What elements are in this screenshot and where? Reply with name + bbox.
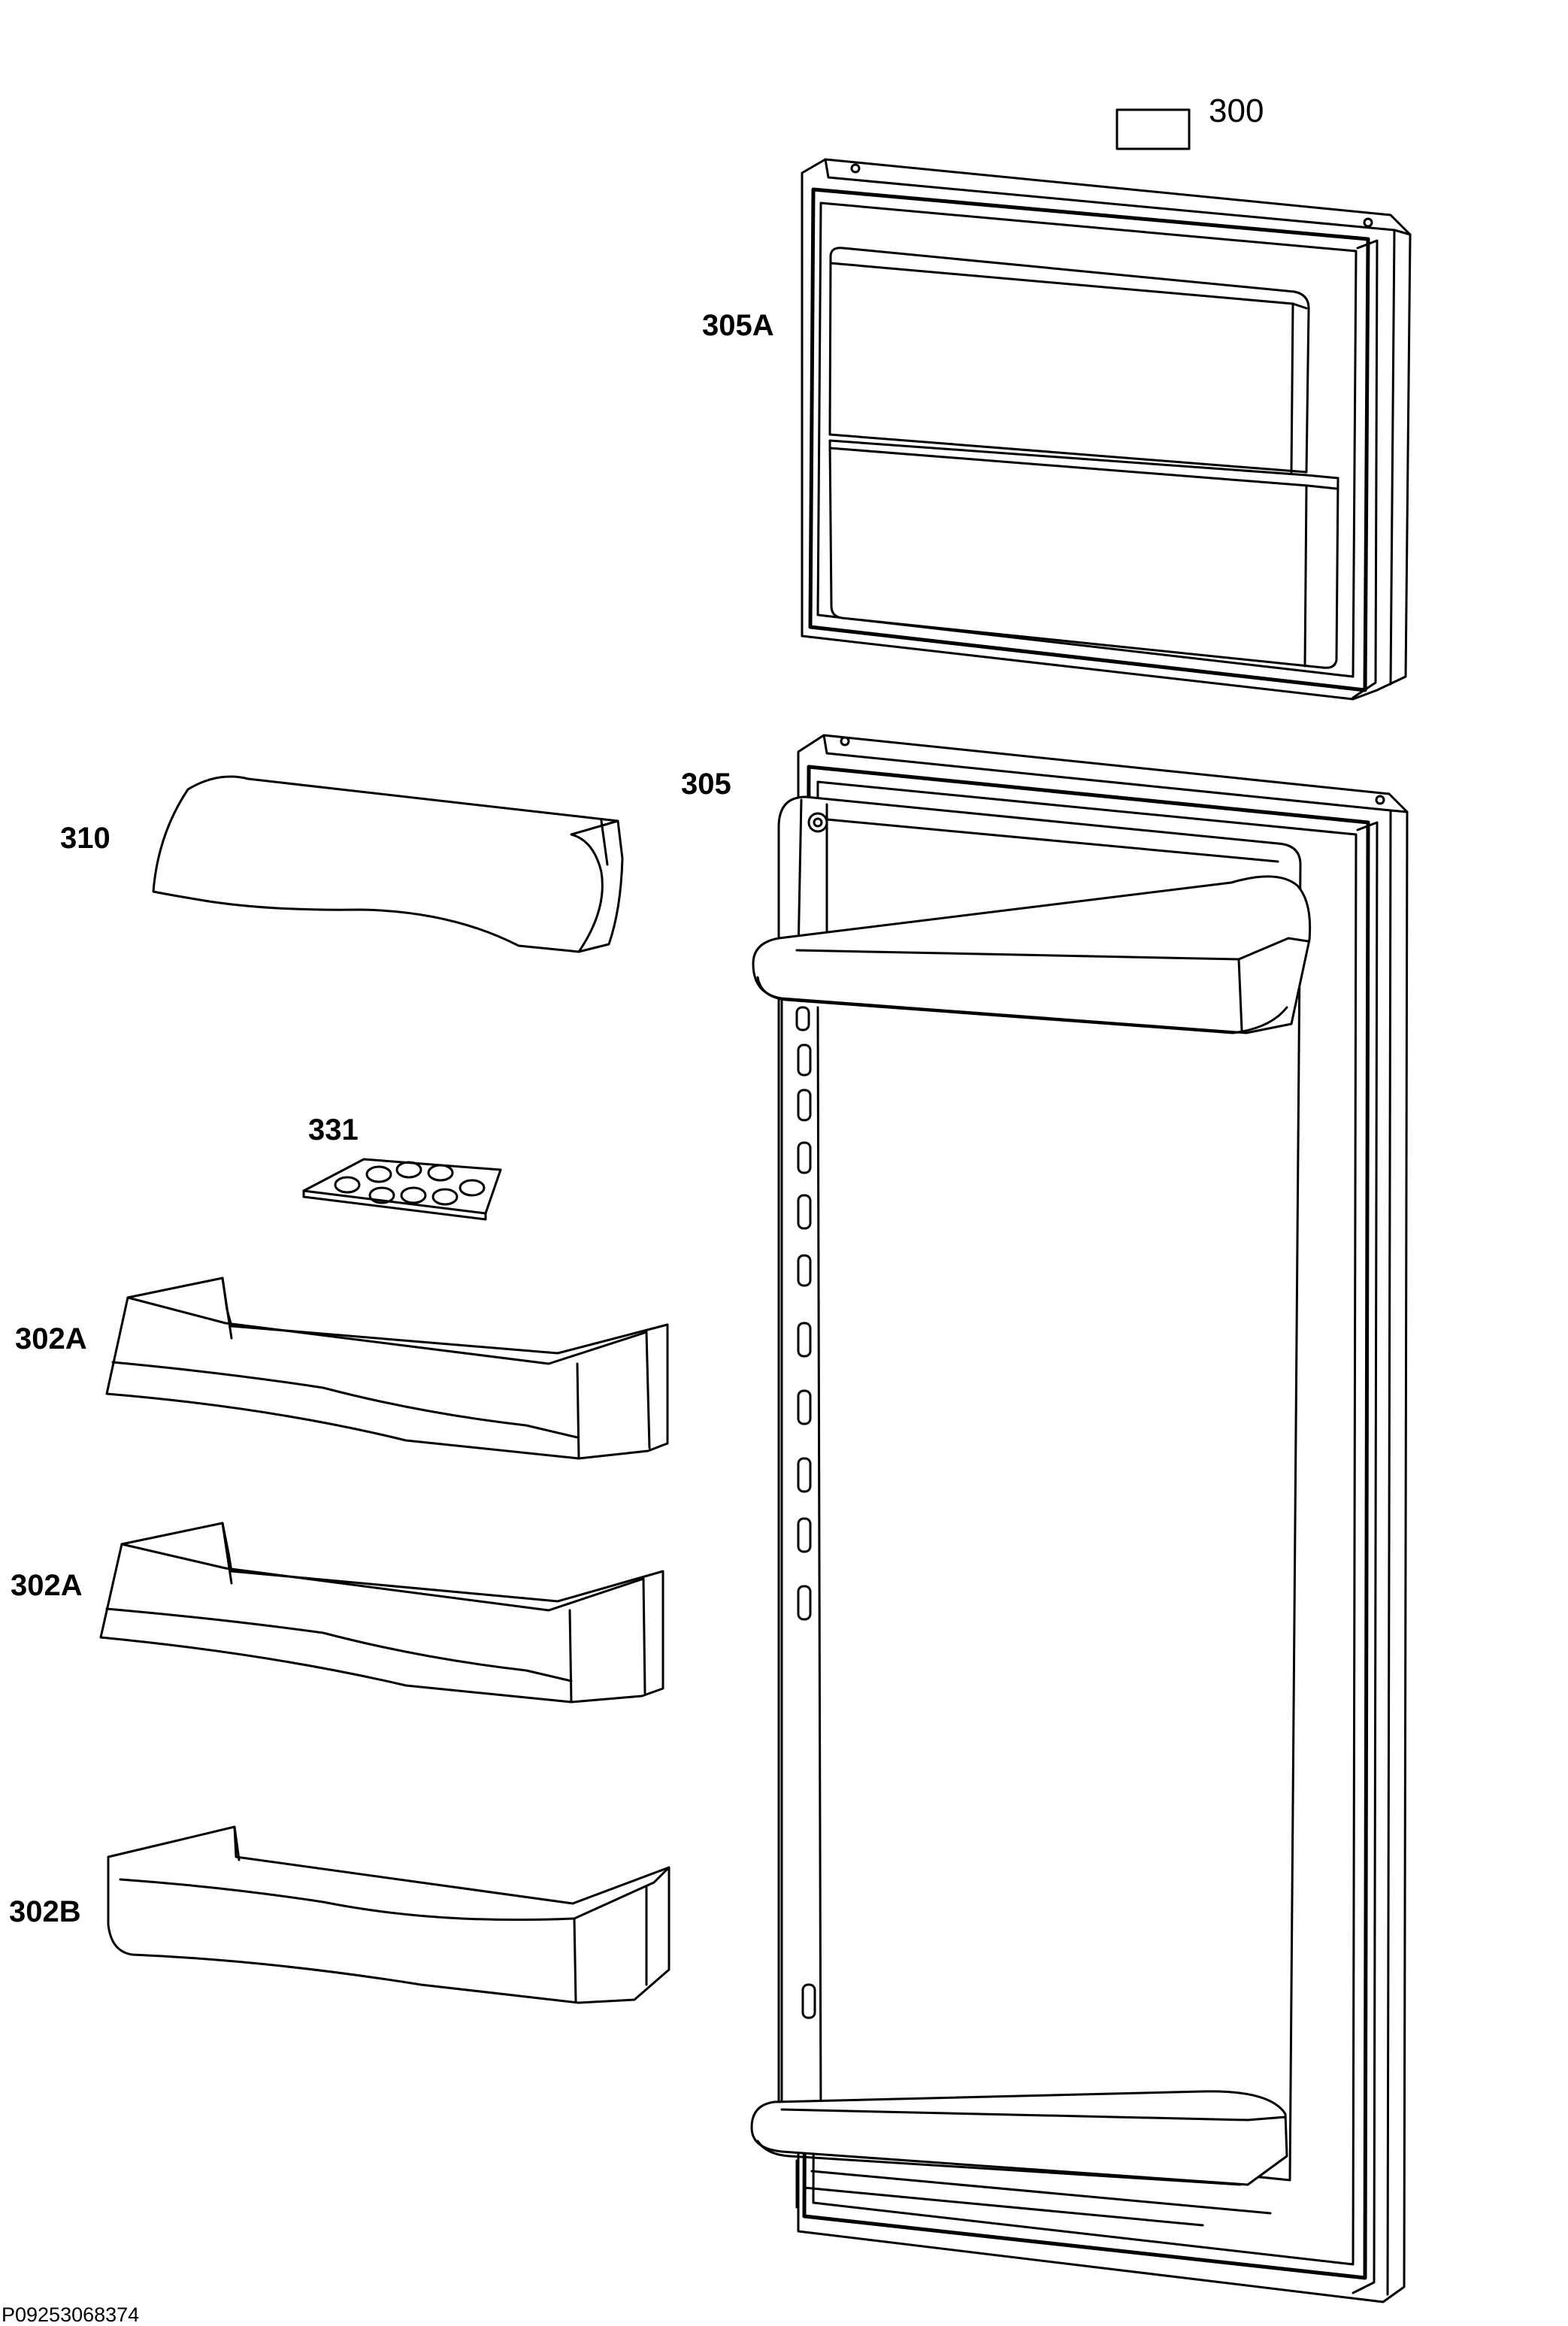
- callout-310: 310: [60, 822, 110, 855]
- callout-305: 305: [681, 768, 731, 801]
- part-302A-upper-door-balcony: [105, 1277, 669, 1460]
- part-302A-lower-door-balcony: [99, 1522, 664, 1704]
- callout-305A: 305A: [702, 309, 774, 342]
- part-331-egg-tray: [302, 1158, 502, 1221]
- part-305-fridge-door: [750, 734, 1409, 2303]
- door-rail-slots: [795, 1006, 816, 2019]
- callout-302A-upper: 302A: [15, 1322, 87, 1355]
- part-302B-bottle-balcony: [107, 1825, 670, 2004]
- callout-302B: 302B: [9, 1895, 81, 1928]
- part-300-label-plate: [1115, 108, 1191, 150]
- callout-331: 331: [308, 1113, 359, 1146]
- callout-300: 300: [1209, 92, 1264, 129]
- diagram-reference-code: P09253068374: [2, 2303, 139, 2326]
- part-310-dairy-cover: [152, 775, 624, 953]
- callout-302A-lower: 302A: [11, 1569, 83, 1602]
- part-305A-freezer-door: [801, 158, 1412, 701]
- egg-cups: [334, 1161, 486, 1206]
